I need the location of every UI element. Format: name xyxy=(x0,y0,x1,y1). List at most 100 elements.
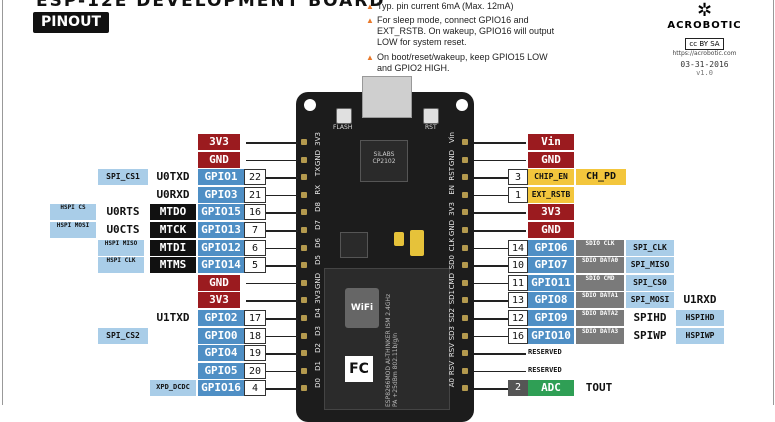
pin-number-label: 17 xyxy=(244,310,266,326)
alt-function-label: SPIWP xyxy=(626,327,674,344)
pin-connector-line xyxy=(474,335,526,338)
pin-connector-line xyxy=(474,388,526,390)
board-pin-label: TX xyxy=(314,167,322,177)
board-pin-label: SD1 xyxy=(448,290,456,305)
gpio-label: GPIO7 xyxy=(528,257,574,274)
power-pin-label: 3V3 xyxy=(198,292,240,309)
diagram-frame xyxy=(2,0,774,405)
pin-connector-line xyxy=(474,353,526,355)
logo-name: ACROBOTIC xyxy=(667,20,742,31)
gpio-label: GPIO11 xyxy=(528,274,574,291)
board-pin-label: 3V3 xyxy=(314,132,322,146)
pin-number-label: 1 xyxy=(508,186,528,203)
usb-uart-chip: SiLABS CP2102 xyxy=(360,140,408,182)
board-pin-label: D2 xyxy=(314,343,322,354)
gpio-label: GPIO9 xyxy=(528,310,574,326)
pin-connector-line xyxy=(246,265,298,267)
warning-icon: ▲ xyxy=(366,16,374,25)
function-label: XPD_DCDC xyxy=(150,380,196,397)
board-pin-label: CMD xyxy=(448,272,456,290)
pin-number-label: 5 xyxy=(244,257,266,274)
enable-label: EXT_RSTB xyxy=(528,186,574,203)
gpio-label: GPIO8 xyxy=(528,292,574,309)
board-pin-label: RX xyxy=(314,184,322,195)
pin-connector-line xyxy=(474,247,526,250)
fcc-logo: FC xyxy=(345,356,373,382)
gpio-label: GPIO0 xyxy=(198,327,244,344)
gpio-label: GPIO4 xyxy=(198,345,244,362)
header-pin xyxy=(462,139,468,145)
pin-number-label: 10 xyxy=(508,257,528,274)
pin-connector-line xyxy=(246,282,298,285)
pin-connector-line xyxy=(246,318,298,320)
hspi-label: HSPI CS xyxy=(50,204,96,221)
logo-version: v1.0 xyxy=(696,69,713,77)
power-pin-label: 3V3 xyxy=(198,134,240,150)
gpio-label: GPIO12 xyxy=(198,239,244,256)
pin-connector-line xyxy=(246,353,298,355)
header-pin xyxy=(301,262,307,269)
board-pin-label: D8 xyxy=(314,202,322,213)
header-pin xyxy=(301,156,307,163)
spi-label: SPI_CLK xyxy=(626,239,674,256)
gpio-label: GPIO15 xyxy=(198,204,244,221)
pin-connector-line xyxy=(246,177,298,179)
header-pin xyxy=(462,174,468,181)
board-pin-label: 3V3 xyxy=(448,202,456,217)
board-pin-label: GND xyxy=(314,272,322,289)
pin-number-label: 18 xyxy=(244,327,266,344)
header-pin xyxy=(301,139,307,145)
header-pin xyxy=(301,191,307,198)
uart-label: U0TXD xyxy=(150,169,196,186)
gpio-label: GPIO13 xyxy=(198,222,244,238)
alt-function-label: U1RXD xyxy=(676,292,724,309)
gpio-label: GPIO16 xyxy=(198,380,244,397)
header-pin xyxy=(462,315,468,321)
warning-icon: ▲ xyxy=(366,53,374,62)
tout-label: TOUT xyxy=(576,380,622,397)
gpio-label: GPIO10 xyxy=(528,327,574,344)
function-label: SPI_CS1 xyxy=(98,169,148,186)
board-pin-label: RSV xyxy=(448,360,456,375)
spi-label: SPI_MOSI xyxy=(626,292,674,309)
spi-label: HSPIWP xyxy=(676,327,724,344)
power-pin-label: GND xyxy=(528,151,574,168)
hspi-label: HSPI MISO xyxy=(98,239,144,256)
header-pin xyxy=(301,315,307,321)
hspi-label: HSPI MOSI xyxy=(50,222,96,238)
header-pin xyxy=(462,191,468,198)
header-pin xyxy=(301,350,307,357)
header-pin xyxy=(301,244,307,251)
board-pin-label: D0 xyxy=(314,378,322,389)
enable-label: CH_PD xyxy=(576,169,626,186)
adc-label: ADC xyxy=(528,380,574,397)
pin-connector-line xyxy=(474,142,526,144)
pinout-tag: PINOUT xyxy=(33,12,110,33)
rst-label: RST xyxy=(425,124,437,131)
jtag-label: MTMS xyxy=(150,257,196,274)
header-pin xyxy=(301,227,307,233)
board-pin-label: D3 xyxy=(314,325,322,336)
power-pin-label: Vin xyxy=(528,134,574,150)
header-pin xyxy=(462,332,468,339)
board-pin-label: D4 xyxy=(314,308,322,318)
board-pin-label: D6 xyxy=(314,237,322,248)
gpio-label: GPIO6 xyxy=(528,239,574,256)
pin-number-label: 11 xyxy=(508,274,528,291)
flash-button xyxy=(336,108,352,124)
board-pin-label: SD3 xyxy=(448,325,456,340)
header-pin xyxy=(462,350,468,357)
logo-date: 03-31-2016 xyxy=(680,60,729,69)
pin-number-label: 21 xyxy=(244,186,266,203)
flash-label: FLASH xyxy=(333,124,353,131)
function-label: SPI_CS2 xyxy=(98,327,148,344)
spi-label: SPI_MISO xyxy=(626,257,674,274)
header-pin xyxy=(462,209,468,216)
header-pin xyxy=(301,209,307,216)
hspi-label: HSPI CLK xyxy=(98,257,144,274)
reserved-label: RESERVED xyxy=(528,365,562,374)
header-pin xyxy=(301,174,307,181)
header-pin xyxy=(462,367,468,374)
pin-connector-line xyxy=(474,159,526,162)
enable-label: CHIP_EN xyxy=(528,169,574,186)
